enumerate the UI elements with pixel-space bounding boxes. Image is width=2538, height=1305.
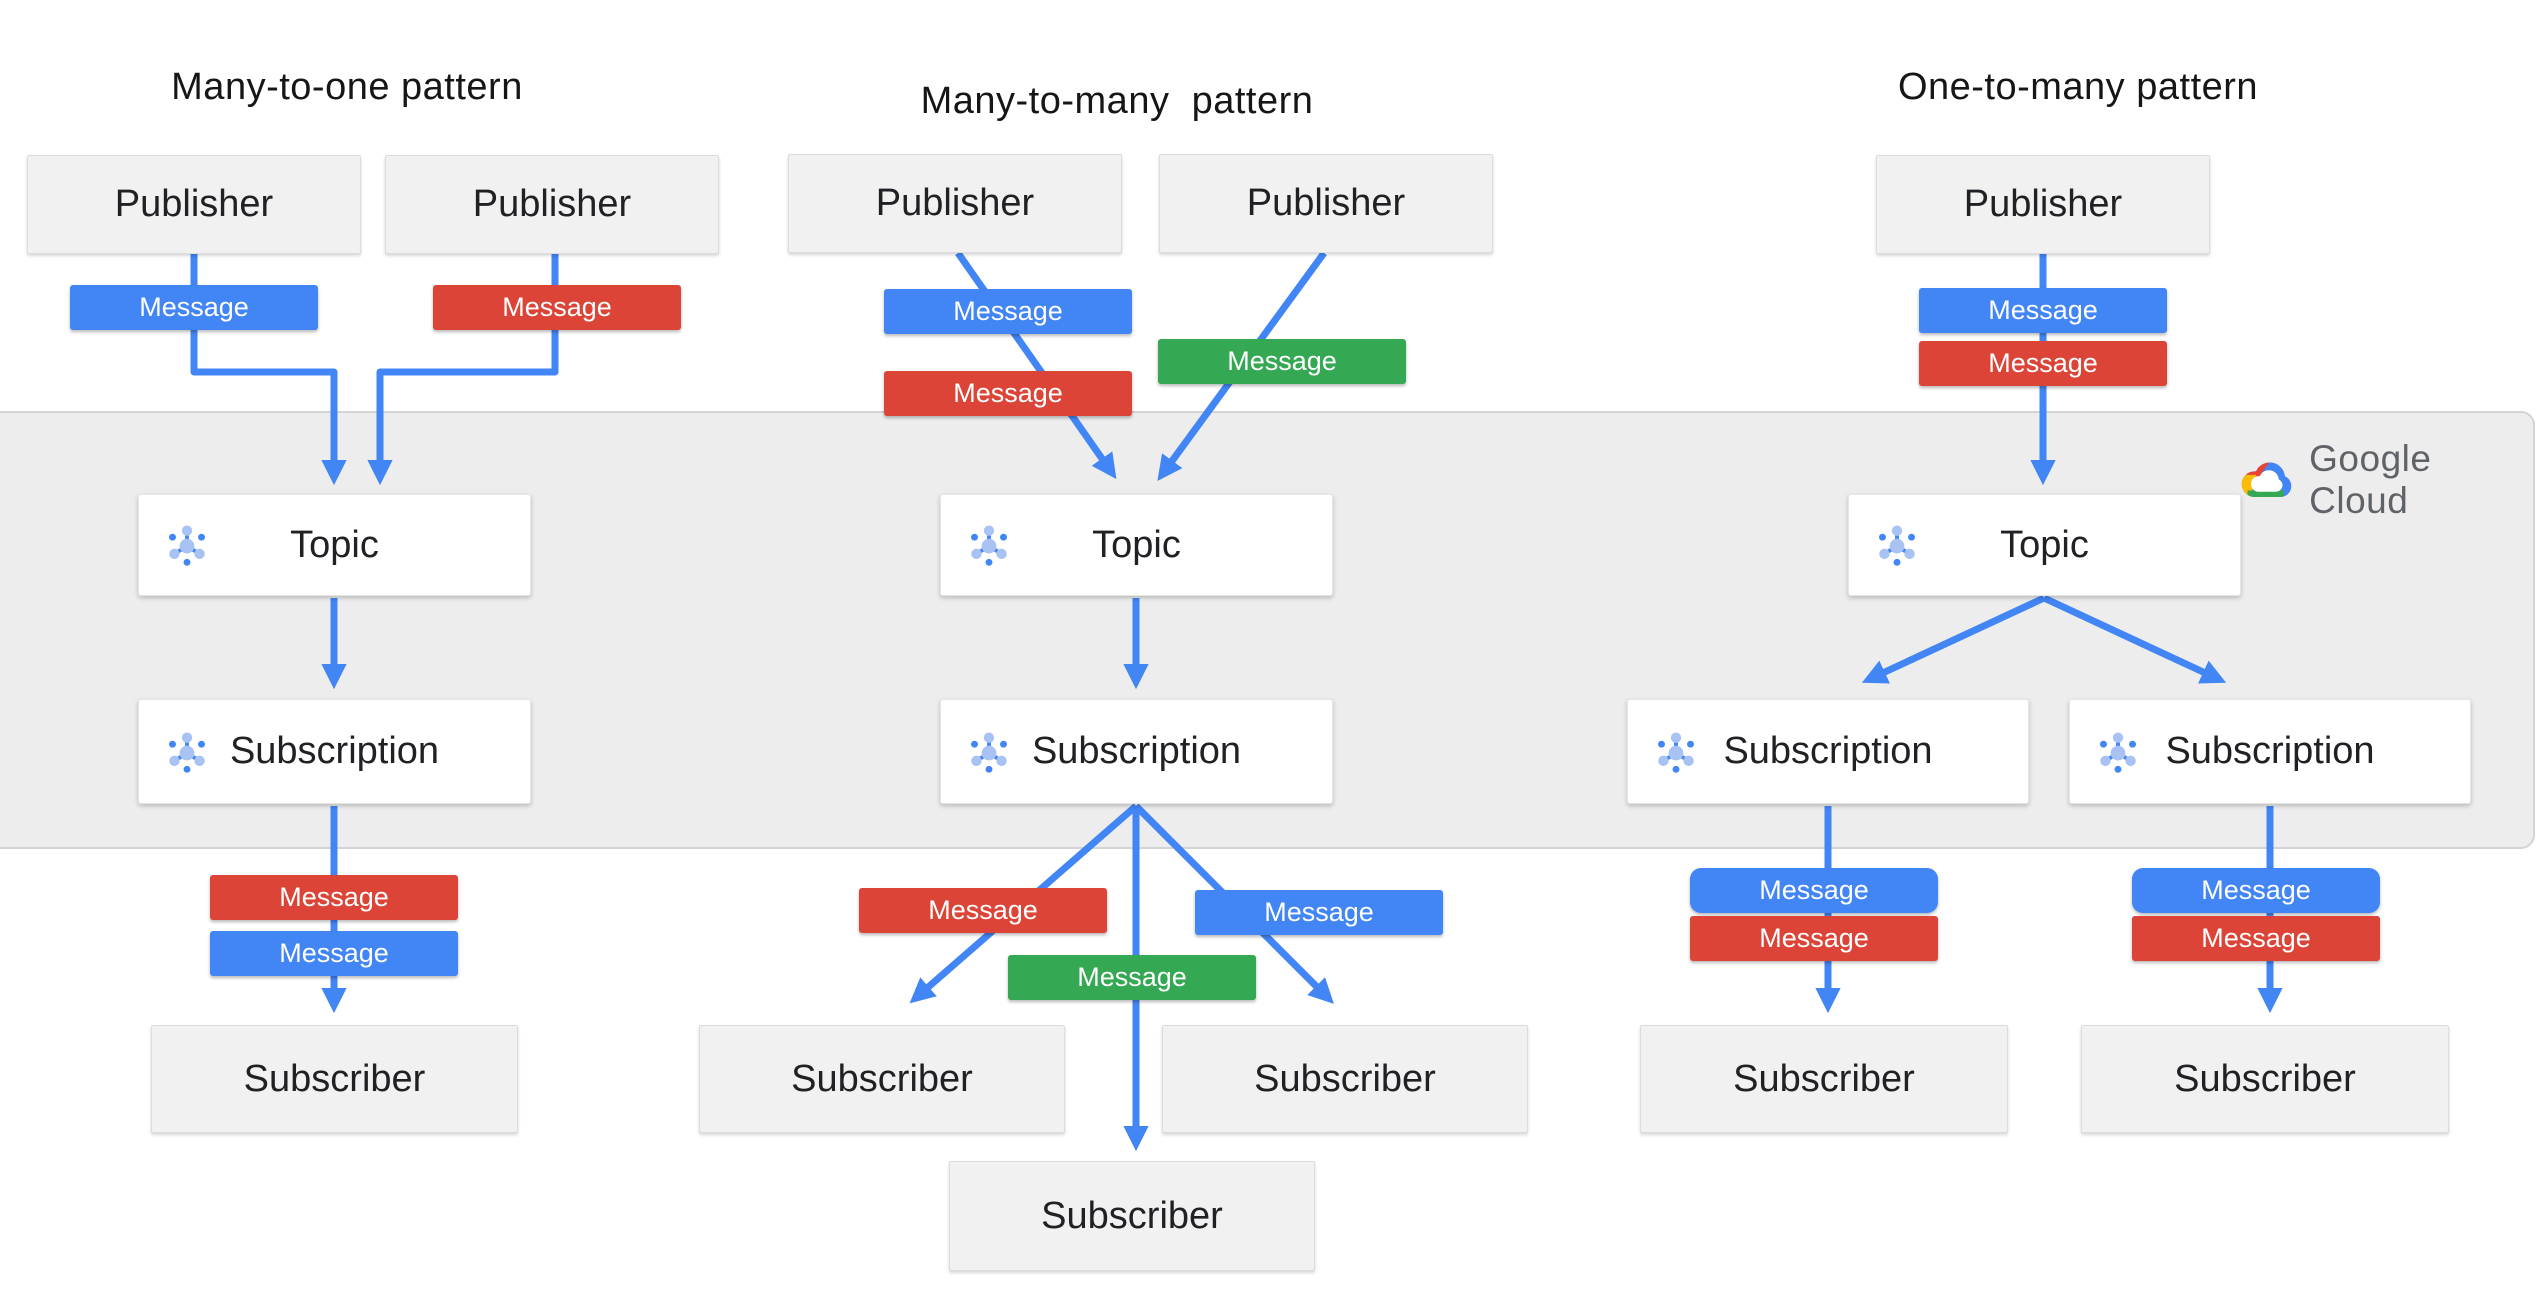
p2-subscriber-left-label: Subscriber	[791, 1057, 973, 1100]
p3-subscriber-left-label: Subscriber	[1733, 1057, 1915, 1100]
p3-message-left-blue: Message	[1690, 868, 1938, 913]
p3-message-left-red: Message	[1690, 916, 1938, 961]
arrow-p2-publisher1-to-topic	[955, 250, 1117, 480]
google-cloud-icon	[2241, 461, 2292, 497]
google-cloud-logo-text: Google Cloud	[2309, 438, 2432, 521]
p3-publisher: Publisher	[1876, 155, 2210, 254]
arrow-p3-topic-to-subscription-left	[1861, 594, 2046, 684]
p1-subscription: Subscription	[138, 699, 531, 804]
p2-message-top-green: Message	[1158, 339, 1406, 384]
p3-publisher-label: Publisher	[1963, 183, 2123, 225]
p2-publisher-2-label: Publisher	[1246, 182, 1406, 224]
p3-message-right-red: Message	[2132, 916, 2380, 961]
p2-subscriber-left: Subscriber	[699, 1025, 1065, 1133]
p3-message-top-blue: Message	[1919, 288, 2167, 333]
pubsub-subscription-icon	[1650, 726, 1702, 778]
p2-message-bottom-blue: Message	[1195, 890, 1443, 935]
p2-publisher-1-label: Publisher	[875, 182, 1035, 224]
p1-publisher-1: Publisher	[27, 155, 361, 254]
pattern3-title: One-to-many pattern	[1897, 66, 2259, 108]
p3-subscription-right: Subscription	[2069, 699, 2471, 804]
p2-message-top-red: Message	[884, 371, 1132, 416]
p1-message-top-blue: Message	[70, 285, 318, 330]
p3-subscription-right-label: Subscription	[2165, 730, 2375, 772]
p2-subscription: Subscription	[940, 699, 1333, 804]
p2-subscriber-bottom-label: Subscriber	[1041, 1194, 1223, 1237]
p3-message-top-red: Message	[1919, 341, 2167, 386]
p3-subscription-left-label: Subscription	[1723, 730, 1933, 772]
p1-publisher-1-label: Publisher	[114, 183, 274, 225]
pubsub-topic-icon	[161, 519, 213, 571]
pubsub-subscription-icon	[2092, 726, 2144, 778]
pattern2-title: Many-to-many pattern	[920, 80, 1314, 122]
p1-message-bottom-red: Message	[210, 875, 458, 920]
p1-topic: Topic	[138, 494, 531, 596]
pubsub-topic-icon	[1871, 519, 1923, 571]
p3-message-right-blue: Message	[2132, 868, 2380, 913]
p2-message-top-blue: Message	[884, 289, 1132, 334]
p1-message-bottom-blue: Message	[210, 931, 458, 976]
pubsub-topic-icon	[963, 519, 1015, 571]
p2-topic: Topic	[940, 494, 1333, 596]
p2-message-bottom-green: Message	[1008, 955, 1256, 1000]
p3-topic-label: Topic	[2000, 523, 2089, 566]
pubsub-subscription-icon	[963, 726, 1015, 778]
arrow-p3-topic-to-subscription-right	[2042, 594, 2227, 684]
p3-subscriber-right-label: Subscriber	[2174, 1057, 2356, 1100]
p2-publisher-2: Publisher	[1159, 154, 1493, 253]
p2-topic-label: Topic	[1092, 523, 1181, 566]
p3-subscription-left: Subscription	[1627, 699, 2029, 804]
pubsub-subscription-icon	[161, 726, 213, 778]
p2-publisher-1: Publisher	[788, 154, 1122, 253]
p2-subscription-label: Subscription	[1031, 730, 1242, 772]
p1-subscriber-label: Subscriber	[243, 1057, 426, 1100]
p1-subscription-label: Subscription	[229, 730, 440, 772]
p1-publisher-2: Publisher	[385, 155, 719, 254]
p1-topic-label: Topic	[290, 523, 379, 566]
p2-message-bottom-red: Message	[859, 888, 1107, 933]
google-cloud-logo: Google Cloud	[2238, 438, 2538, 522]
p3-subscriber-right: Subscriber	[2081, 1025, 2449, 1133]
p3-topic: Topic	[1848, 494, 2241, 596]
p1-message-top-red: Message	[433, 285, 681, 330]
p3-subscriber-left: Subscriber	[1640, 1025, 2008, 1133]
p2-subscriber-bottom: Subscriber	[949, 1161, 1315, 1271]
p2-subscriber-right: Subscriber	[1162, 1025, 1528, 1133]
pattern1-title: Many-to-one pattern	[171, 66, 523, 108]
p1-subscriber: Subscriber	[151, 1025, 518, 1133]
p1-publisher-2-label: Publisher	[472, 183, 632, 225]
p2-subscriber-right-label: Subscriber	[1254, 1057, 1436, 1100]
